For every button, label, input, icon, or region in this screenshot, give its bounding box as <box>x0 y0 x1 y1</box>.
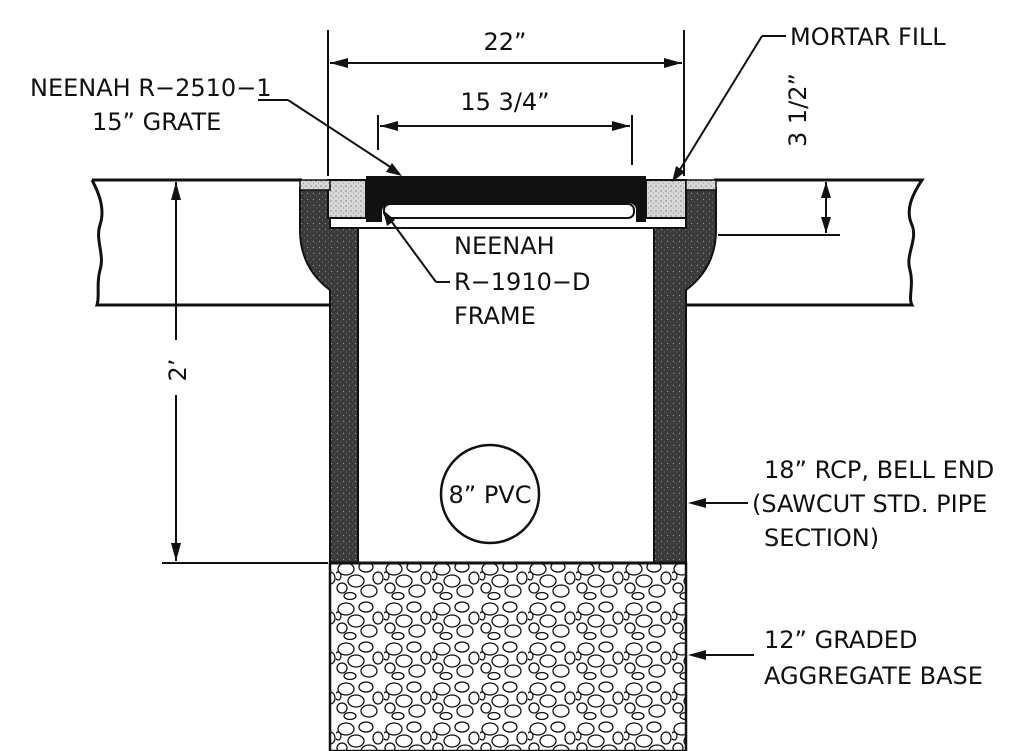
rcp-label-line1: 18” RCP, BELL END <box>764 456 994 484</box>
rcp-label-line2: (SAWCUT STD. PIPE <box>752 490 987 518</box>
frame-label-line2: R−1910−D <box>454 268 590 296</box>
pavement-left <box>90 178 330 307</box>
frame-label-line3: FRAME <box>454 302 536 330</box>
base-label-line1: 12” GRADED <box>764 626 917 654</box>
pvc-pipe <box>439 443 541 545</box>
rcp-wall-right <box>653 187 717 564</box>
overall-width-label: 22” <box>484 28 527 56</box>
pvc-pipe-label: 8” PVC <box>449 481 532 509</box>
height-label: 2’ <box>164 359 192 382</box>
rcp-label-line3: SECTION) <box>764 524 879 552</box>
grate-label-line2: 15” GRATE <box>92 108 221 136</box>
inner-width-label: 15 3/4” <box>460 88 549 116</box>
base-label-line2: AGGREGATE BASE <box>764 662 983 690</box>
mortar-fill-left <box>327 179 367 219</box>
mortar-fill-right <box>645 179 687 219</box>
frame-label-line1: NEENAH <box>454 232 555 260</box>
grate-frame-lip <box>366 198 646 222</box>
aggregate-base <box>328 561 688 751</box>
rcp-wall-left <box>299 187 359 564</box>
mortar-cap-left <box>299 179 331 191</box>
mortar-label: MORTAR FILL <box>790 23 946 51</box>
frame-opening <box>383 203 635 219</box>
pavement-right <box>686 178 925 307</box>
depth-top-label: 3 1/2” <box>784 73 812 147</box>
mortar-cap-right <box>685 179 717 191</box>
grate <box>366 176 646 198</box>
grate-label-line1: NEENAH R−2510−1 <box>30 74 272 102</box>
